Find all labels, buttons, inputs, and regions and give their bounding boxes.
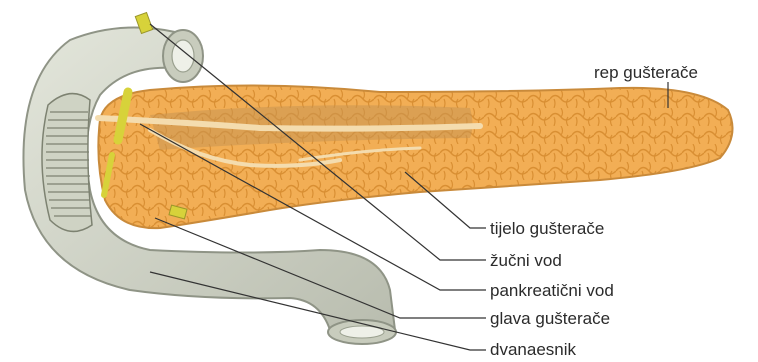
pancreas-shape — [98, 85, 733, 228]
label-bile-duct: žučni vod — [490, 252, 562, 269]
label-tail: rep gušterače — [594, 64, 698, 81]
label-head: glava gušterače — [490, 310, 610, 327]
label-duodenum: dvanaesnik — [490, 341, 576, 358]
label-body: tijelo gušterače — [490, 220, 604, 237]
label-pancreatic-duct: pankreatični vod — [490, 282, 614, 299]
